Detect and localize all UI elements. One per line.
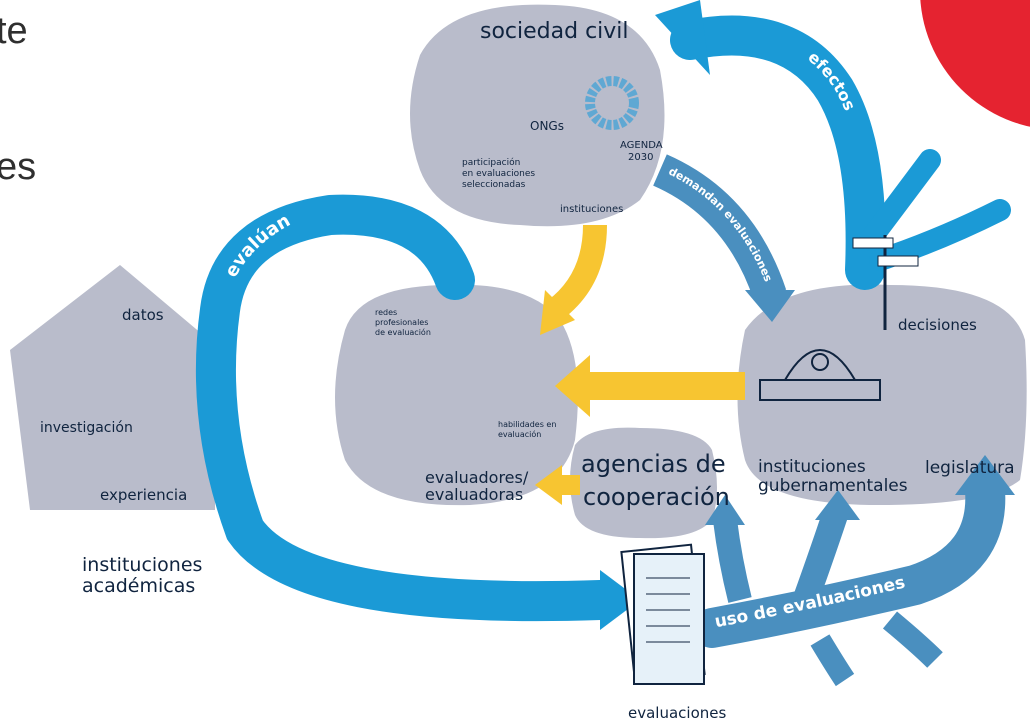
arrow-uso-head-agencias <box>705 495 745 525</box>
civil-society-bubble <box>410 4 665 227</box>
legislatura-label: legislatura <box>925 458 1015 478</box>
academic-labels: datos investigación experiencia instituc… <box>40 306 202 597</box>
yellow-arrow-gov-to-evaluators <box>585 372 745 400</box>
academic-house <box>10 265 215 510</box>
arrow-uso-branch-gobierno <box>787 510 848 620</box>
academic-institutions-line2: académicas <box>82 575 195 597</box>
redes-line3: de evaluación <box>375 327 431 337</box>
agencies-line2: cooperación <box>583 483 730 511</box>
evaluaciones-label: evaluaciones <box>628 704 726 722</box>
investigacion-label: investigación <box>40 420 133 436</box>
agenda-2030-wheel <box>585 76 639 130</box>
arrow-efectos-branch-1 <box>859 149 941 251</box>
civil-instituciones-label: instituciones <box>560 204 623 215</box>
government-labels: decisiones instituciones gubernamentales… <box>758 316 1015 496</box>
evaluations-document-stack <box>620 543 706 685</box>
yellow-arrow-civil-head <box>540 290 575 335</box>
arrow-uso <box>692 470 1006 648</box>
arrow-evaluan-head <box>600 570 640 630</box>
habilidades-line2: evaluación <box>498 429 541 439</box>
evaluators-bubble <box>335 284 578 506</box>
arrow-efectos-head <box>655 0 710 75</box>
agencies-bubble <box>570 427 717 539</box>
evaluators-label-line1: evaluadores/ <box>425 468 529 487</box>
arrow-evaluan <box>195 194 620 622</box>
arrow-efectos-branch-2 <box>869 199 1011 271</box>
agenda-label-line1: AGENDA <box>620 140 663 151</box>
yellow-arrow-civil-to-evaluators <box>547 224 607 320</box>
evaluators-labels: redes profesionales de evaluación habili… <box>375 308 556 504</box>
arrow-uso-head-gobierno <box>815 490 860 520</box>
agenda-label-line2: 2030 <box>628 152 653 163</box>
participacion-line2: en evaluaciones <box>462 169 535 179</box>
arrow-demandan-head <box>745 290 795 322</box>
government-bubble <box>737 284 1027 505</box>
arrow-uso-branch-down <box>810 634 855 687</box>
participacion-line3: seleccionadas <box>462 180 526 190</box>
civil-society-title: sociedad civil <box>480 19 629 44</box>
yellow-arrow-gov-head <box>555 355 590 417</box>
participacion-line1: participación <box>462 157 520 168</box>
edge-text-top: te <box>0 10 28 52</box>
yellow-arrow-agencies-to-evaluators <box>560 475 580 495</box>
decisiones-label: decisiones <box>898 316 977 334</box>
arrow-uso-branch-agencias <box>713 518 752 603</box>
gov-institutions-line1: instituciones <box>758 457 866 477</box>
datos-label: datos <box>122 306 164 324</box>
edge-text-middle: es <box>0 146 37 188</box>
signpost-icon <box>852 235 919 330</box>
evaluators-label-line2: evaluadoras <box>425 485 523 504</box>
arrow-uso-head-legislatura <box>955 455 1015 495</box>
yellow-arrow-agencies-head <box>535 465 562 505</box>
civil-society-labels: sociedad civil ONGs AGENDA 2030 particip… <box>462 19 663 215</box>
academic-institutions-line1: instituciones <box>82 554 202 576</box>
experiencia-label: experiencia <box>100 486 187 504</box>
redes-line1: redes <box>375 308 397 317</box>
agencies-labels: agencias de cooperación <box>581 450 730 511</box>
arrow-demandan <box>652 154 787 301</box>
redes-line2: profesionales <box>375 318 428 327</box>
gov-institutions-line2: gubernamentales <box>758 476 908 496</box>
arrow-efectos <box>670 15 886 290</box>
ongs-label: ONGs <box>530 119 564 133</box>
dome-building-icon <box>759 349 881 401</box>
arrow-uso-branch-right <box>882 611 943 668</box>
agencies-line1: agencias de <box>581 450 726 478</box>
habilidades-line1: habilidades en <box>498 420 556 429</box>
